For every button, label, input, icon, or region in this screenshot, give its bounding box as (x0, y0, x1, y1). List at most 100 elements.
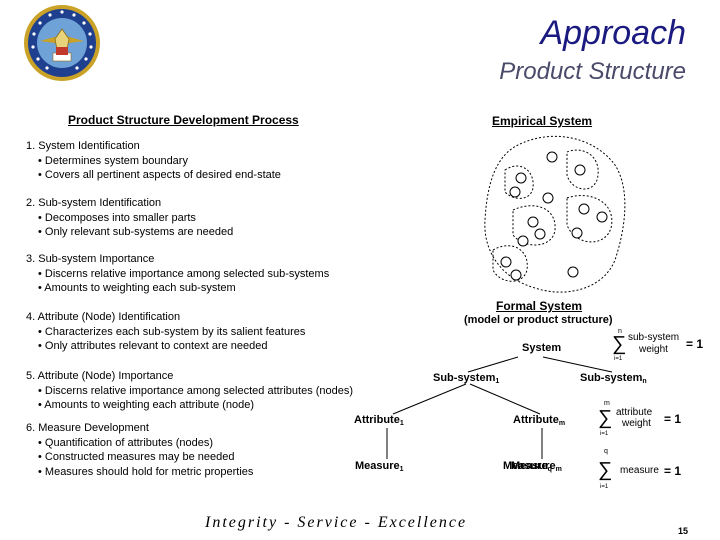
subset-boundary (566, 195, 613, 243)
measure-overlap-label: Measure (511, 460, 556, 472)
equals-one: = 1 (686, 337, 704, 351)
attribute-m-label: Attribute (513, 414, 559, 426)
subsystem-n-label: Sub-system (580, 372, 643, 384)
step-6-bullet: • Quantification of attributes (nodes) (38, 436, 214, 449)
attribute-weight-equation: m ∑ i=1 attribute weight = 1 (598, 400, 698, 440)
sum-upper-limit: n (618, 328, 622, 335)
sum-lower-limit: i=1 (600, 484, 609, 490)
weight-label-line2: weight (622, 418, 651, 429)
step-2-title: 2. Sub-system Identification (26, 197, 162, 209)
step-4: 4. Attribute (Node) Identification • Cha… (26, 310, 305, 354)
connector-line (392, 383, 467, 415)
process-heading: Product Structure Development Process (68, 113, 299, 127)
step-4-title: 4. Attribute (Node) Identification (26, 311, 181, 323)
page-title: Approach (540, 14, 686, 52)
step-4-bullet: • Only attributes relevant to context ar… (38, 340, 268, 352)
subsystem-1-node: Sub-system1 (433, 372, 499, 385)
step-6: 6. Measure Development • Quantification … (26, 421, 253, 479)
measure-1-node: Measure1 (355, 460, 404, 473)
weight-label-line1: attribute (616, 407, 653, 418)
equals-one: = 1 (664, 412, 682, 426)
system-node: System (522, 342, 562, 354)
connector-line (467, 356, 519, 373)
element-node (567, 266, 579, 278)
attribute-1-index: 1 (399, 420, 404, 427)
subsystem-weight-equation: n ∑ i=1 sub-system weight = 1 (612, 328, 712, 364)
attribute-1-label: Attribute (354, 414, 400, 426)
measure-overlap-node: Measurem (511, 460, 562, 473)
subsystem-1-label: Sub-system (433, 372, 496, 384)
subsystem-n-index: n (642, 378, 647, 385)
step-3-bullet: • Amounts to weighting each sub-system (38, 282, 236, 294)
sum-upper-limit: q (604, 448, 608, 455)
element-node (517, 235, 529, 247)
weight-label-line2: weight (639, 344, 668, 355)
sum-sign: ∑ (598, 407, 613, 429)
step-5-title: 5. Attribute (Node) Importance (26, 370, 174, 382)
element-node (571, 227, 583, 239)
sum-lower-limit: i=1 (600, 431, 609, 437)
empirical-system-heading: Empirical System (492, 114, 593, 128)
measure-1-label: Measure (355, 460, 400, 472)
connector-line (469, 383, 541, 415)
subsystem-1-index: 1 (495, 378, 500, 385)
measure-label: measure (620, 465, 659, 476)
step-2: 2. Sub-system Identification • Decompose… (26, 196, 233, 240)
sum-sign: ∑ (612, 333, 627, 355)
measure-equation: q ∑ i=1 measure = 1 (598, 448, 698, 498)
weight-label-line1: sub-system (628, 332, 680, 343)
step-5-bullet: • Discerns relative importance among sel… (38, 384, 354, 397)
attribute-m-node: Attributem (513, 414, 565, 427)
air-force-seal-logo (24, 5, 100, 81)
attribute-m-index: m (558, 420, 566, 427)
attribute-1-node: Attribute1 (354, 414, 404, 427)
step-3-title: 3. Sub-system Importance (26, 253, 155, 265)
measure-q-label: Measure (503, 460, 548, 472)
step-1-bullet: • Determines system boundary (38, 154, 188, 167)
page-subtitle: Product Structure (499, 58, 686, 85)
subset-boundary (512, 205, 556, 246)
formal-system-subheading: (model or product structure) (464, 314, 613, 326)
footer-motto: Integrity - Service - Excellence (205, 514, 468, 531)
sum-sign: ∑ (598, 459, 613, 481)
formal-system-heading: Formal System (496, 299, 583, 313)
step-6-bullet: • Measures should hold for metric proper… (38, 465, 254, 478)
subset-boundary (566, 149, 599, 190)
system-boundary (484, 135, 626, 293)
step-4-bullet: • Characterizes each sub-system by its s… (38, 325, 306, 338)
subsystem-n-node: Sub-systemn (580, 372, 647, 385)
page-number: 15 (677, 526, 688, 536)
step-2-bullet: • Only relevant sub-systems are needed (38, 226, 234, 238)
element-node (527, 216, 539, 228)
measure-overlap-index: m (555, 466, 562, 473)
sum-upper-limit: m (604, 400, 610, 407)
empirical-system-diagram (484, 135, 626, 293)
subset-boundary (492, 245, 528, 282)
connector-line (542, 356, 613, 373)
element-node (542, 192, 554, 204)
element-node (509, 186, 521, 198)
step-1-bullet: • Covers all pertinent aspects of desire… (38, 169, 281, 181)
element-node (515, 172, 527, 184)
measure-1-index: 1 (399, 466, 404, 473)
element-node (534, 228, 546, 240)
step-1-title: 1. System Identification (26, 140, 140, 152)
element-node (574, 164, 586, 176)
sum-lower-limit: i=1 (614, 356, 623, 362)
step-2-bullet: • Decomposes into smaller parts (38, 211, 196, 224)
measure-q-node: Measureq (503, 460, 552, 473)
step-3: 3. Sub-system Importance • Discerns rela… (26, 252, 329, 296)
step-3-bullet: • Discerns relative importance among sel… (38, 267, 330, 280)
element-node (500, 256, 512, 268)
step-6-title: 6. Measure Development (26, 422, 149, 434)
element-node (578, 203, 590, 215)
step-5: 5. Attribute (Node) Importance • Discern… (26, 369, 353, 413)
element-node (596, 211, 608, 223)
step-6-bullet: • Constructed measures may be needed (38, 451, 235, 463)
element-node (546, 151, 558, 163)
equals-one: = 1 (664, 464, 682, 478)
step-5-bullet: • Amounts to weighting each attribute (n… (38, 399, 255, 411)
step-1: 1. System Identification • Determines sy… (26, 139, 281, 183)
element-node (510, 269, 522, 281)
